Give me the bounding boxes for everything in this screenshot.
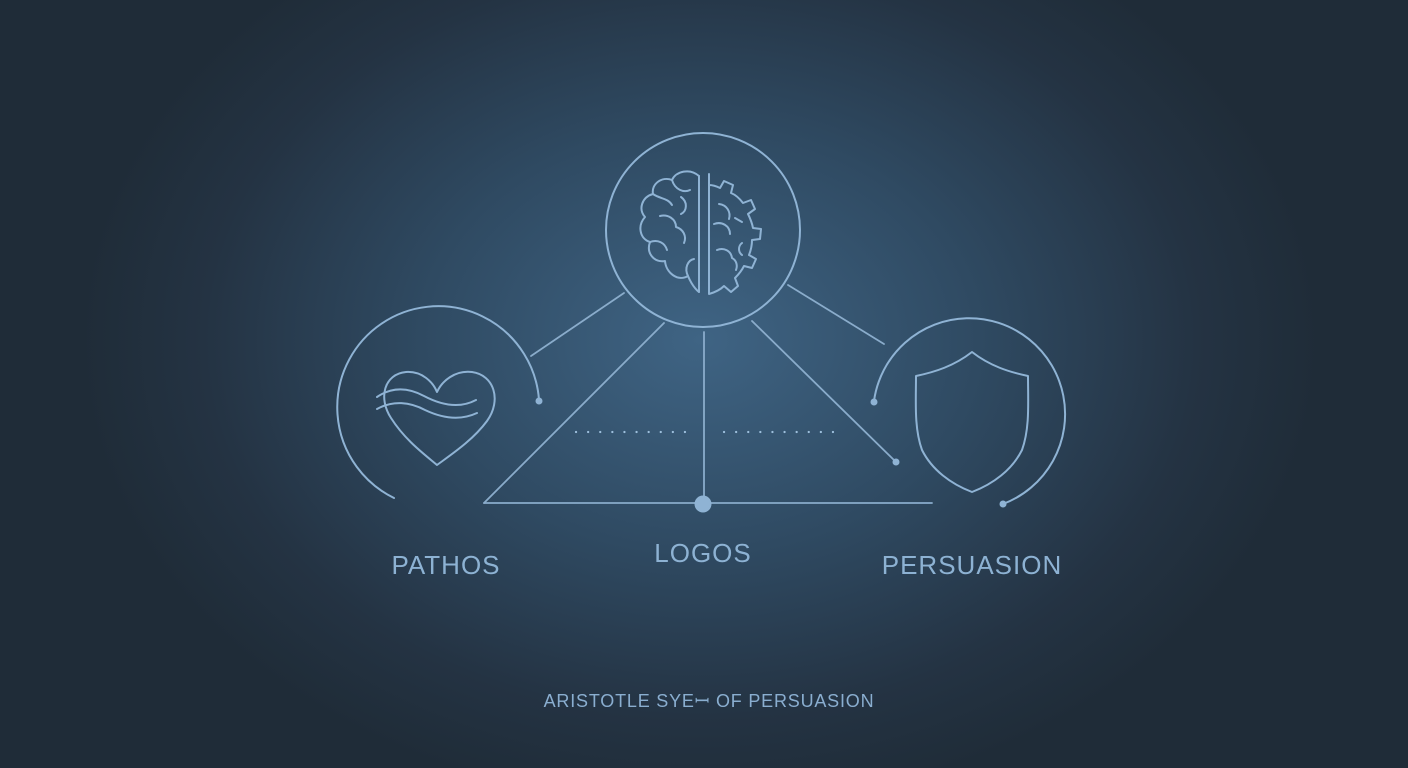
triangle-left-edge [483,322,665,504]
connector-logos-persuasion [787,284,885,345]
triangle-right-edge [751,320,897,463]
connector-end-dot [892,458,900,466]
shield-icon [914,351,1030,493]
logos-circle [605,132,801,328]
persuasion-ring [873,317,1067,505]
diagram-caption: ARISTOTLE SYEꟷ OF PERSUASION [543,691,875,711]
connector-logos-pathos [530,292,625,357]
connector-lines [483,284,933,513]
logos-label: LOGOS [654,538,752,568]
pathos-label: PATHOS [391,550,501,580]
persuasion-ring-end-dot [999,500,1007,508]
brain-gear-icon [639,170,762,295]
persuasion-ring-start-dot [870,398,878,406]
pathos-ring-end-dot [535,397,543,405]
logos-node [605,132,801,328]
persuasion-label: PERSUASION [881,550,1063,580]
persuasion-node [870,317,1067,508]
heart-wave-icon [376,370,496,466]
pathos-node [336,305,543,499]
pathos-ring [336,305,540,499]
base-center-node [694,495,712,513]
